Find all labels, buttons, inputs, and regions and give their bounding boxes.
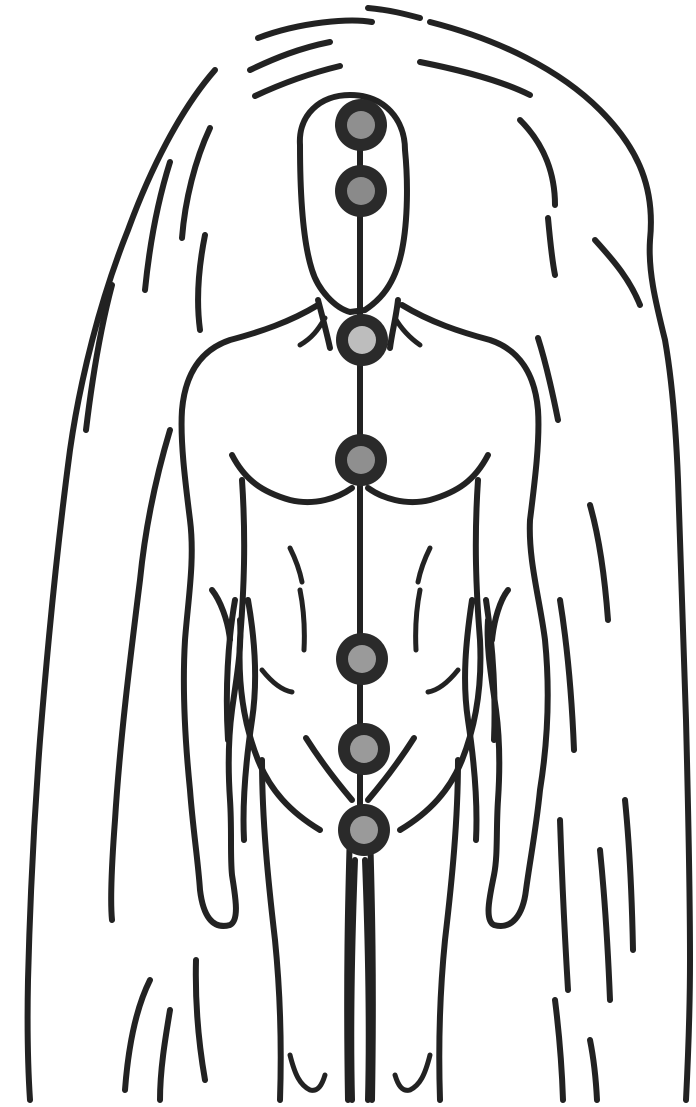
chakra-core [347, 177, 375, 205]
body-outline [182, 95, 548, 1100]
chakra-node-third-eye [335, 165, 387, 217]
chakra-core [348, 645, 376, 673]
chakra-core [350, 735, 378, 763]
chakra-node-solar-plexus [336, 633, 388, 685]
chakra-core [350, 816, 378, 844]
chakra-core [347, 446, 375, 474]
chakra-nodes [335, 99, 390, 856]
chakra-core [347, 111, 375, 139]
chakra-node-throat [336, 314, 388, 366]
chakra-core [348, 326, 376, 354]
chakra-node-sacral [338, 723, 390, 775]
chakra-node-root [338, 804, 390, 856]
chakra-node-crown [335, 99, 387, 151]
chakra-node-heart [335, 434, 387, 486]
